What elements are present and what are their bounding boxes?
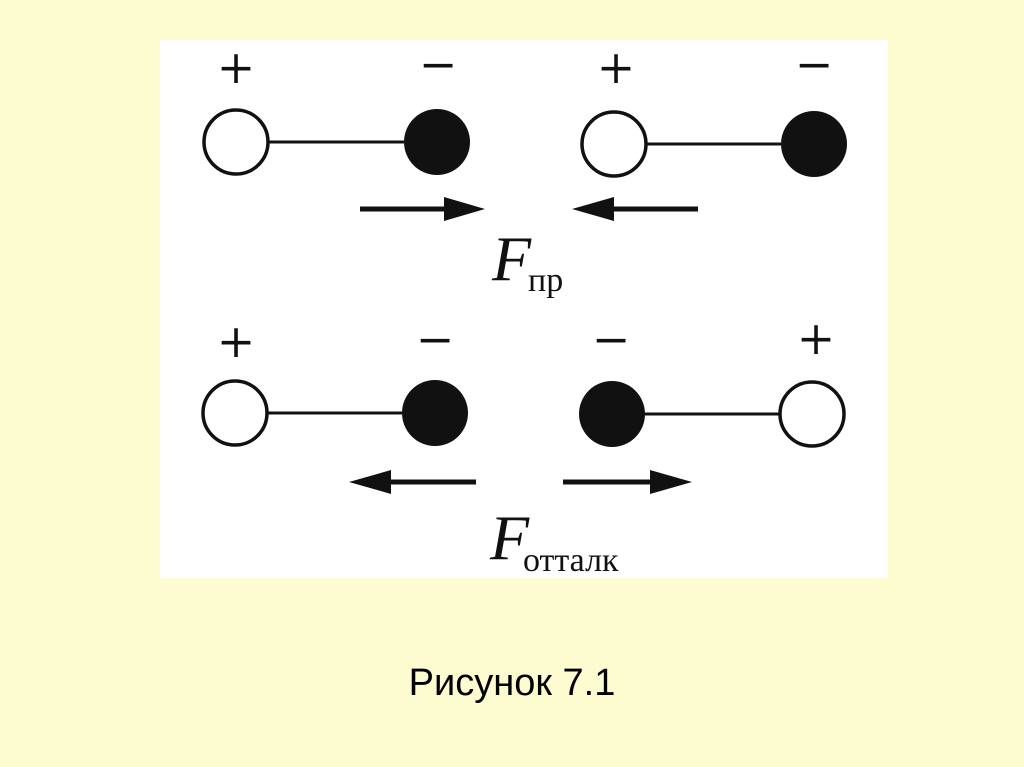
repulsion-force-subscript: отталк xyxy=(523,542,619,578)
top-right-dipole-negative-charge xyxy=(781,111,847,177)
repulsion-force-symbol: F xyxy=(489,502,530,573)
top-arrow-right xyxy=(360,197,485,221)
top-arrow-left xyxy=(572,197,698,221)
bottom-right-dipole-negative-charge xyxy=(579,381,645,447)
bottom-right-dipole-positive-charge xyxy=(778,380,846,448)
attraction-force-symbol: F xyxy=(491,223,532,294)
top-left-dipole-positive-charge xyxy=(202,108,270,176)
figure-caption: Рисунок 7.1 xyxy=(408,662,616,704)
bottom-left-dipole xyxy=(201,379,468,447)
top-left-dipole-left-sign: + xyxy=(217,40,256,94)
bottom-left-dipole-positive-charge xyxy=(201,379,269,447)
top-left-dipole-negative-charge xyxy=(404,109,470,175)
top-left-dipole xyxy=(202,108,470,176)
bottom-left-dipole-left-sign: + xyxy=(217,314,256,368)
bottom-right-dipole-left-sign: − xyxy=(592,312,631,366)
top-right-dipole-positive-charge xyxy=(580,110,648,178)
attraction-force-subscript: пр xyxy=(528,262,563,299)
bottom-arrow-right xyxy=(563,470,692,494)
bottom-arrow-left xyxy=(349,470,476,494)
bottom-right-dipole xyxy=(579,380,846,448)
top-left-dipole-right-sign: − xyxy=(419,40,458,91)
bottom-right-dipole-right-sign: + xyxy=(797,311,836,365)
dipole-interaction-figure: + − + − xyxy=(160,40,888,578)
top-right-dipole-right-sign: − xyxy=(795,40,834,91)
bottom-left-dipole-negative-charge xyxy=(402,380,468,446)
dipole-diagram: + − + − xyxy=(201,40,847,578)
bottom-left-dipole-right-sign: − xyxy=(416,312,455,366)
top-right-dipole-left-sign: + xyxy=(597,40,636,94)
top-right-dipole xyxy=(580,110,847,178)
